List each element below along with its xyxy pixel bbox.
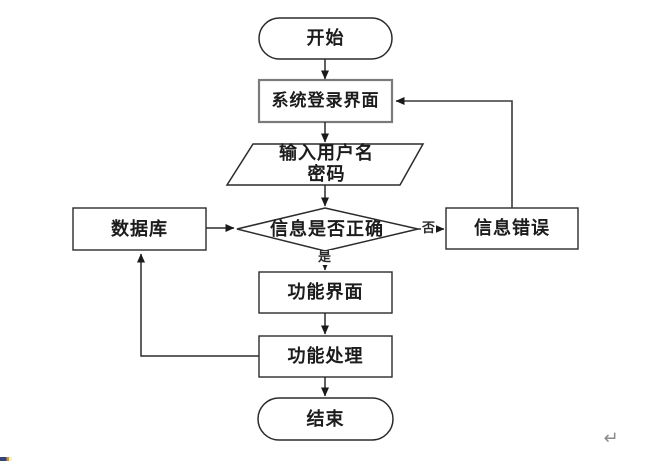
edge-label-yes: 是 (316, 250, 333, 265)
node-input-line2: 密码 (307, 164, 346, 185)
edge-label-no: 否 (421, 220, 436, 237)
node-start: 开始 (306, 28, 345, 49)
corner-pixel-artifact (0, 457, 12, 461)
database-process-shape (72, 207, 207, 251)
input-parallelogram-shape (225, 143, 425, 186)
node-function-ui: 功能界面 (287, 282, 364, 303)
paragraph-return-mark: ↵ (603, 427, 619, 449)
node-function-process: 功能处理 (287, 346, 364, 367)
login-process-shape (257, 78, 394, 124)
function-process-shape (258, 335, 393, 378)
node-input: 输入用户名 密码 (240, 143, 413, 185)
arrow-function-process-to-database (137, 253, 259, 357)
node-input-line1: 输入用户名 (279, 143, 374, 164)
node-error: 信息错误 (474, 218, 550, 239)
node-decision: 信息是否正确 (270, 219, 384, 240)
node-database: 数据库 (111, 218, 168, 240)
node-login: 系统登录界面 (271, 90, 380, 111)
arrow-error-to-login (395, 97, 513, 208)
end-terminator-shape (257, 397, 394, 441)
node-end: 结束 (306, 408, 345, 430)
